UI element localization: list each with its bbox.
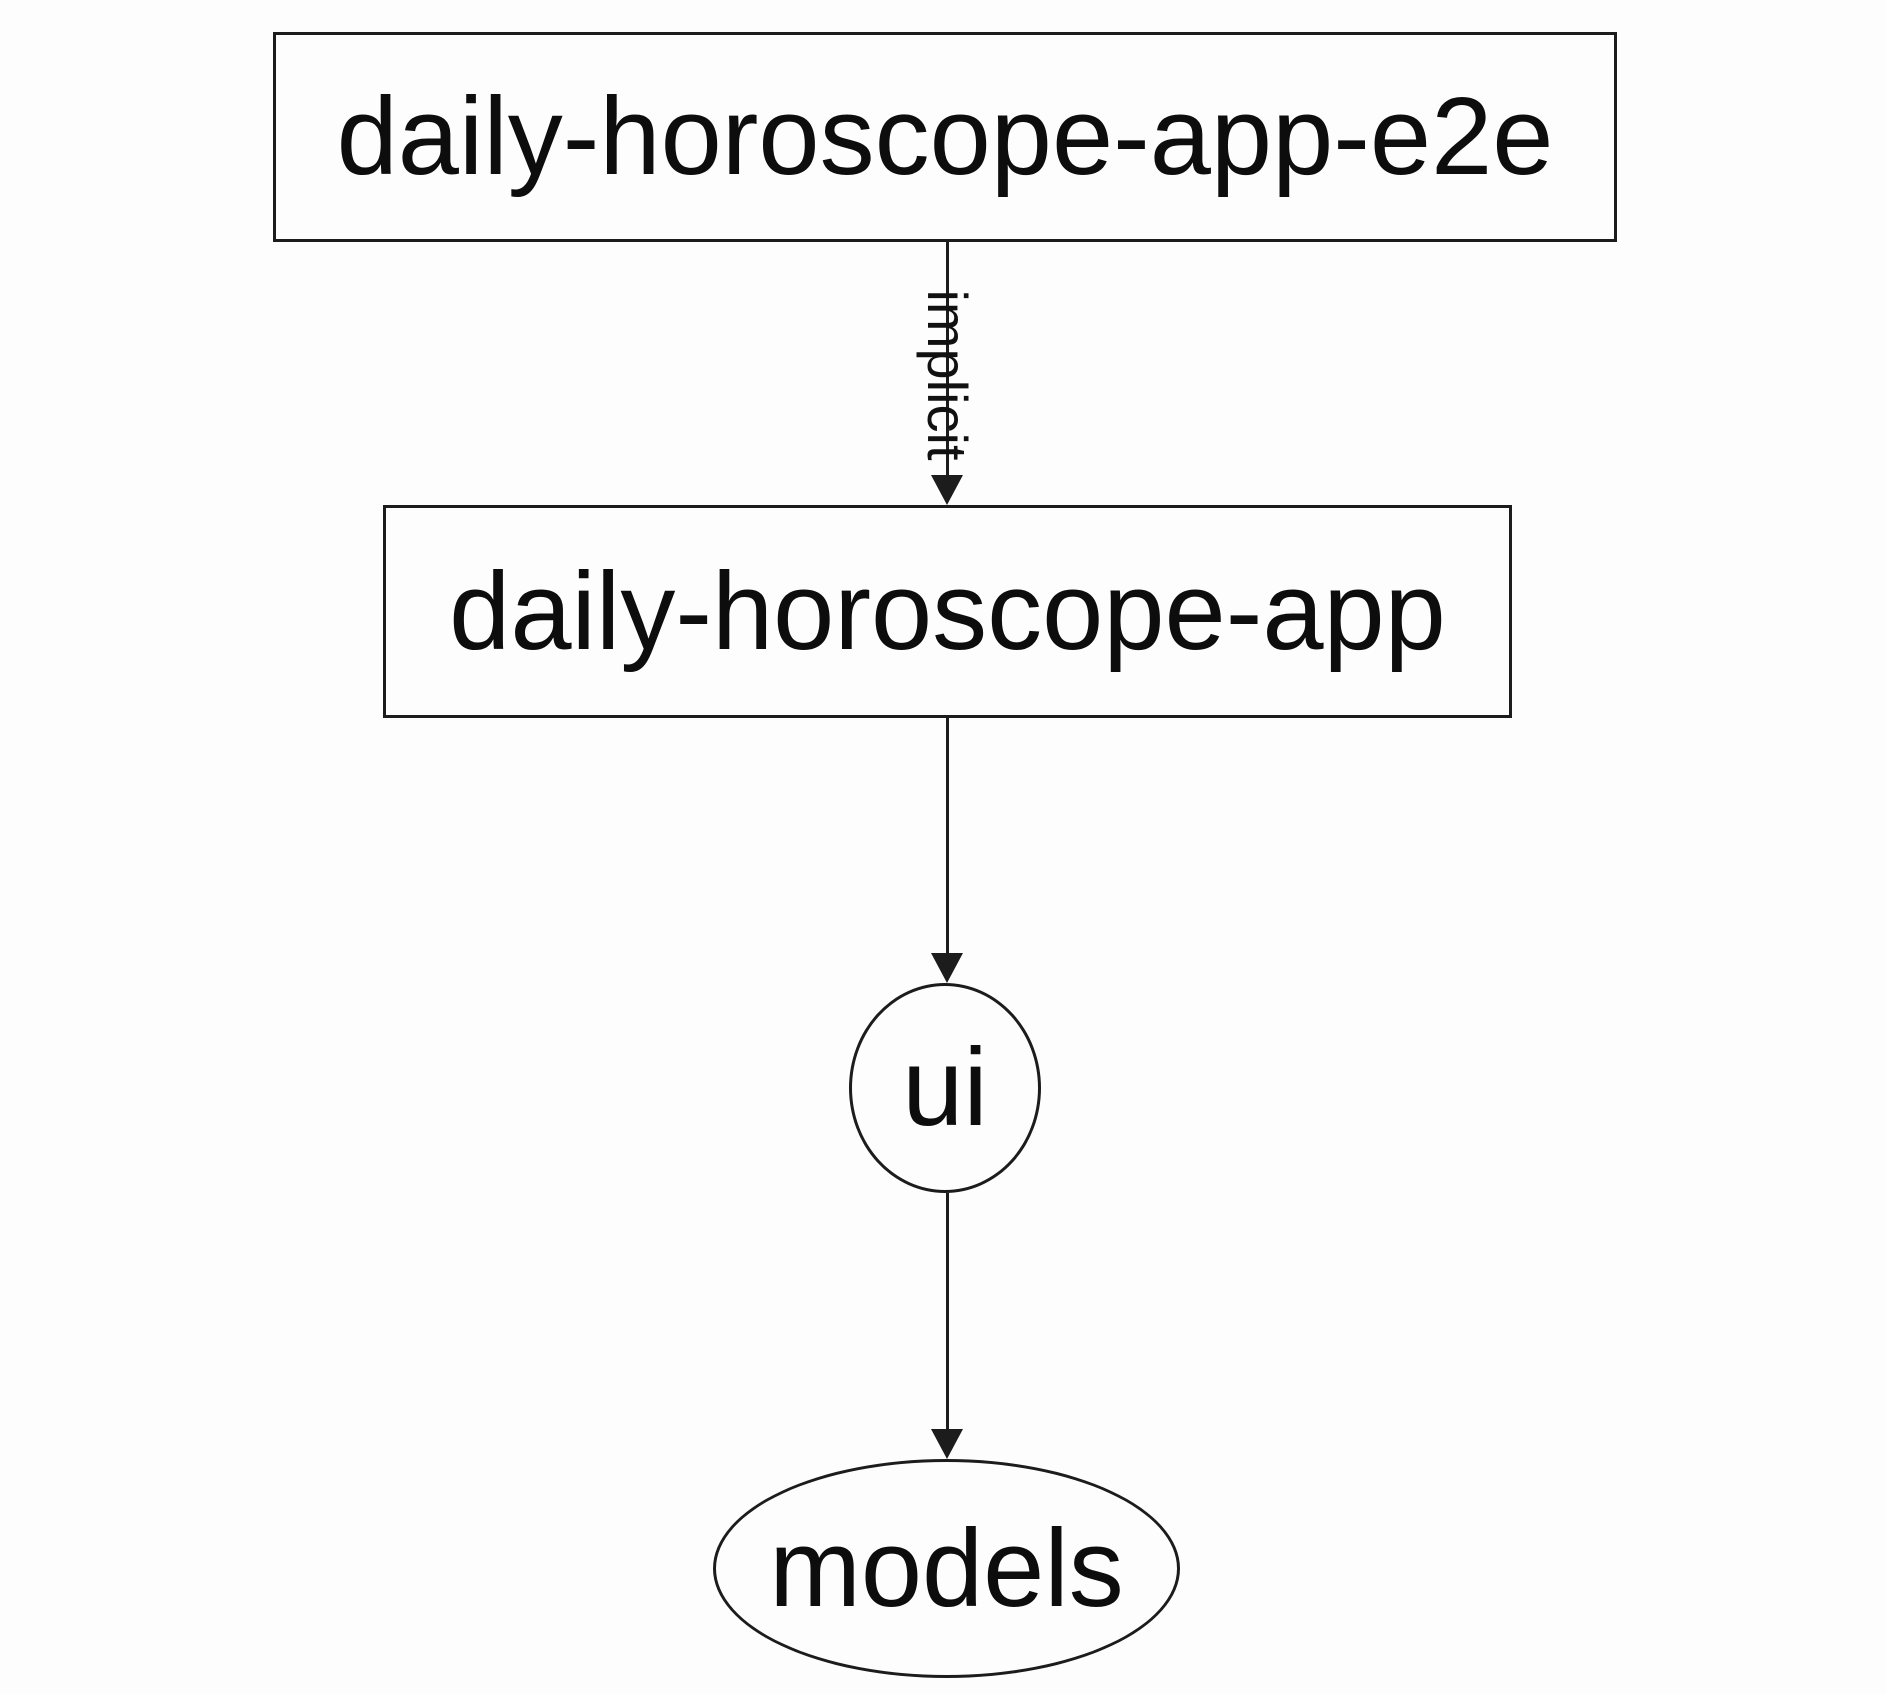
edge-ui-to-models	[897, 1193, 997, 1459]
arrowhead-down-icon	[931, 953, 963, 983]
edge-e2e-to-app: implicit	[897, 242, 997, 505]
node-ui[interactable]: ui	[849, 983, 1041, 1193]
arrowhead-down-icon	[931, 475, 963, 505]
node-daily-horoscope-app[interactable]: daily-horoscope-app	[383, 505, 1512, 718]
edge-line	[945, 242, 949, 477]
arrowhead-down-icon	[931, 1429, 963, 1459]
node-models[interactable]: models	[713, 1459, 1180, 1678]
node-label-ui: ui	[902, 1026, 988, 1149]
edge-label-implicit: implicit	[916, 289, 979, 461]
edge-line	[945, 1193, 949, 1431]
node-label-daily-horoscope-app-e2e: daily-horoscope-app-e2e	[336, 75, 1554, 198]
edge-line	[945, 718, 949, 955]
node-label-daily-horoscope-app: daily-horoscope-app	[449, 549, 1446, 673]
node-label-models: models	[769, 1506, 1124, 1630]
edge-app-to-ui	[897, 718, 997, 983]
node-daily-horoscope-app-e2e[interactable]: daily-horoscope-app-e2e	[273, 32, 1617, 242]
